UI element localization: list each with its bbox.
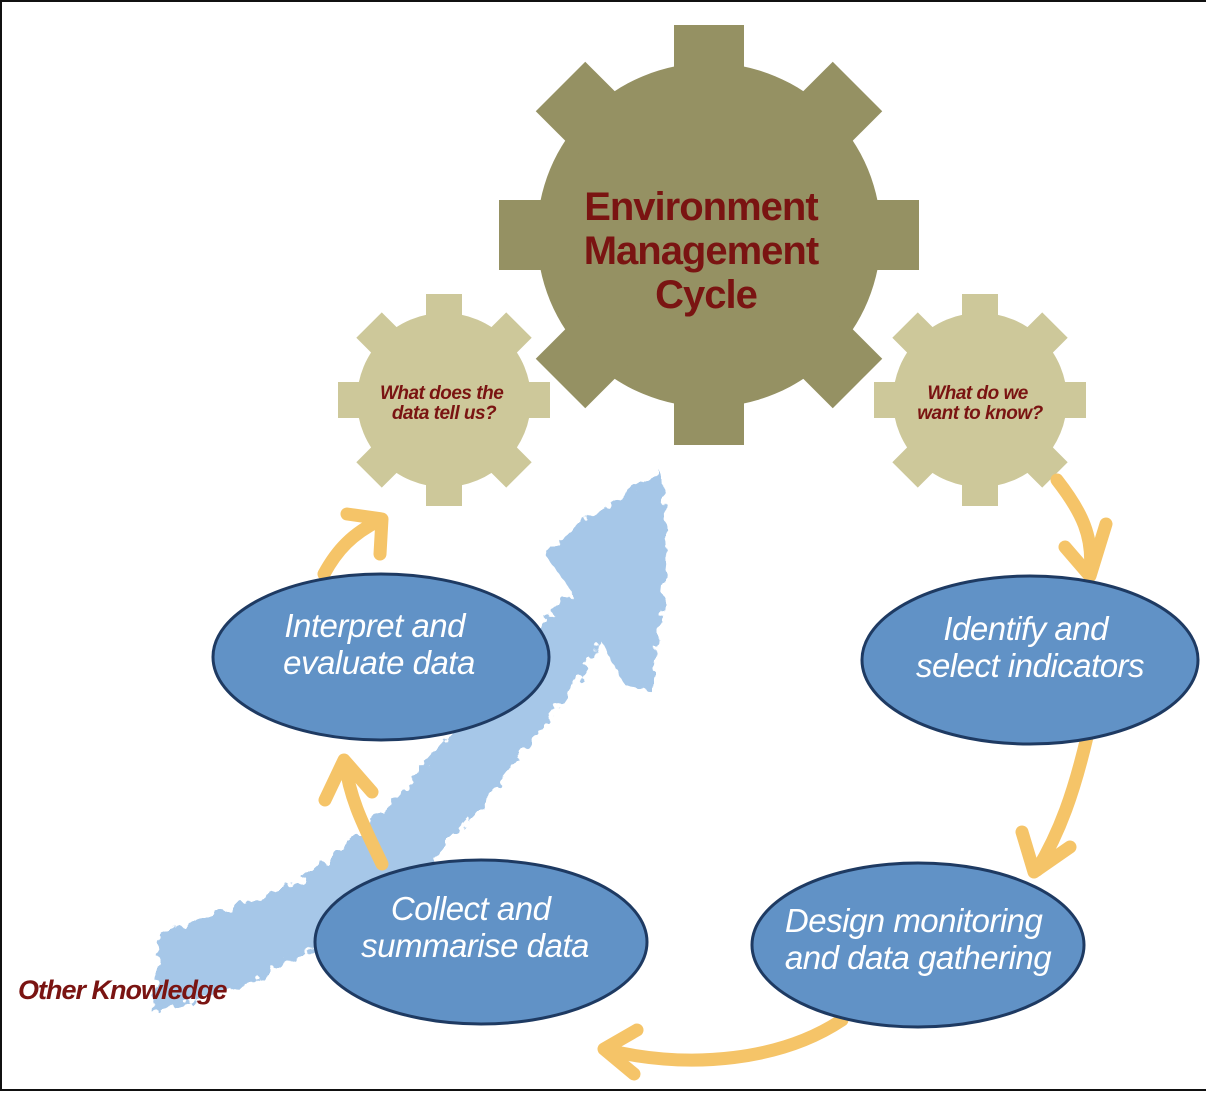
other-knowledge-arrow bbox=[152, 472, 667, 1012]
step-identify-ellipse bbox=[860, 574, 1200, 746]
step-interpret-label: Interpret and evaluate data bbox=[283, 607, 475, 681]
arrow-design-to-collect bbox=[597, 1013, 849, 1081]
center-gear-title: Environment Management Cycle bbox=[584, 185, 829, 317]
step-collect-label: Collect and summarise data bbox=[361, 890, 589, 964]
right-gear-question: What do we want to know? bbox=[917, 383, 1043, 424]
center-gear-line-1: Environment bbox=[584, 185, 818, 229]
step-design-line-1: Design monitoring bbox=[785, 902, 1044, 939]
other-knowledge-label: Other Knowledge bbox=[18, 975, 227, 1005]
big-gear-icon bbox=[499, 25, 919, 445]
right-small-gear-icon bbox=[874, 294, 1086, 506]
center-gear-line-3: Cycle bbox=[655, 273, 757, 317]
step-design-label: Design monitoring and data gathering bbox=[785, 902, 1052, 976]
step-identify-label: Identify and select indicators bbox=[916, 610, 1144, 684]
step-collect-line-2: summarise data bbox=[361, 927, 589, 964]
step-collect-ellipse bbox=[313, 858, 649, 1026]
step-interpret-line-1: Interpret and bbox=[284, 607, 467, 644]
arrow-right-gear-to-identify bbox=[1050, 473, 1113, 583]
right-gear-line-1: What do we bbox=[927, 383, 1028, 404]
arrow-interpret-to-left-gear bbox=[317, 507, 389, 581]
step-interpret-line-2: evaluate data bbox=[283, 644, 475, 681]
step-identify-line-1: Identify and bbox=[943, 610, 1110, 647]
center-gear-line-2: Management bbox=[584, 229, 819, 273]
arrow-collect-to-interpret bbox=[318, 753, 389, 871]
left-gear-line-2: data tell us? bbox=[392, 403, 497, 424]
left-small-gear-icon bbox=[338, 294, 550, 506]
left-gear-question: What does the data tell us? bbox=[380, 383, 508, 424]
step-design-line-2: and data gathering bbox=[785, 939, 1052, 976]
step-interpret-ellipse bbox=[211, 572, 551, 742]
step-identify-line-2: select indicators bbox=[916, 647, 1144, 684]
left-gear-line-1: What does the bbox=[380, 383, 504, 404]
step-design-ellipse bbox=[750, 861, 1086, 1029]
step-collect-line-1: Collect and bbox=[391, 890, 553, 927]
right-gear-line-2: want to know? bbox=[917, 403, 1043, 424]
arrow-identify-to-design bbox=[1015, 730, 1094, 879]
